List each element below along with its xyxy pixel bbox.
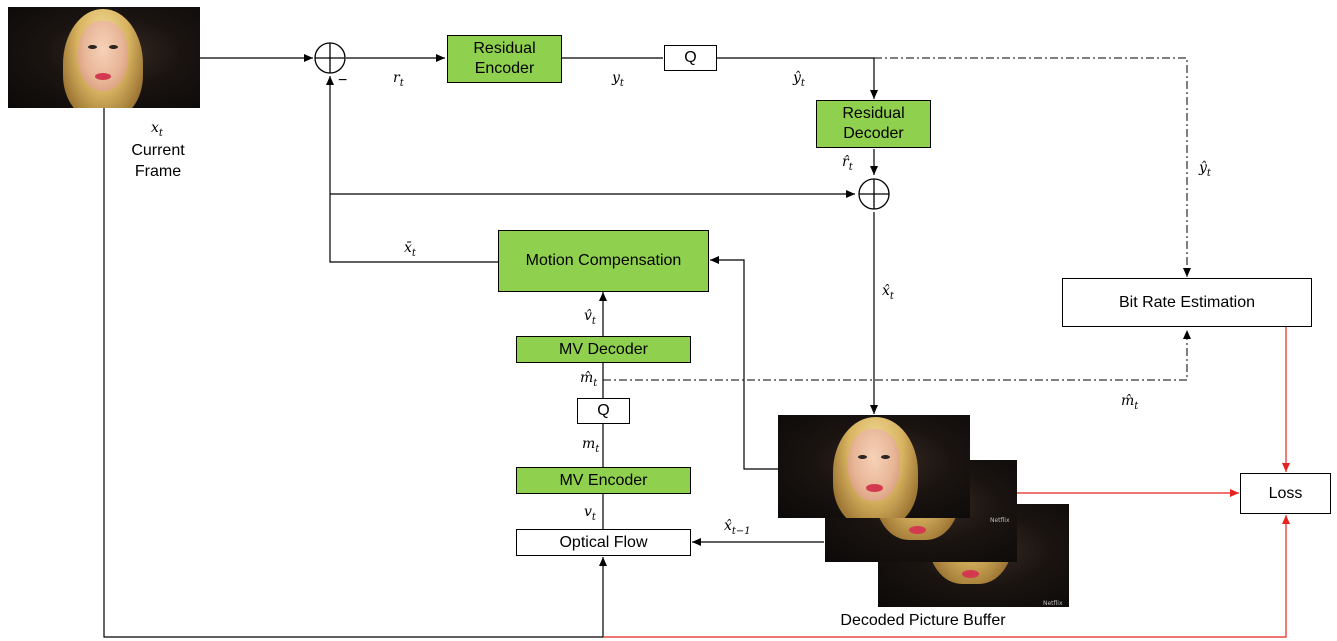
residual-decoder-block: Residual Decoder (816, 100, 931, 148)
wire-mhat-to-bitrate (603, 330, 1191, 381)
label-m-hat-t: m̂t (580, 370, 598, 389)
label-m-t: mt (582, 436, 600, 455)
quantizer-top-label: Q (684, 49, 697, 66)
label-x-hat-t: x̂t (882, 283, 894, 302)
bit-rate-estimation-label: Bit Rate Estimation (1118, 293, 1256, 311)
current-frame-image (8, 7, 200, 108)
residual-decoder-label: Residual Decoder (842, 105, 905, 142)
label-v-hat-t: v̂t (584, 308, 596, 327)
adder-node (858, 178, 890, 210)
quantizer-mid-label: Q (597, 402, 610, 419)
label-x-hat-t-minus-1: x̂t−1 (724, 518, 751, 537)
mv-decoder-block: MV Decoder (516, 336, 691, 363)
label-y-hat-t: ŷt (793, 70, 805, 89)
residual-encoder-label: Residual Encoder (473, 40, 536, 77)
wire-frame-to-loss (603, 515, 1290, 638)
wire-yhat-to-bitrate (874, 57, 1191, 277)
mv-decoder-label: MV Decoder (559, 340, 648, 358)
bit-rate-estimation-block: Bit Rate Estimation (1062, 278, 1312, 327)
label-m-hat-t-right: m̂t (1121, 393, 1139, 412)
quantizer-mid-block: Q (577, 398, 630, 424)
decoded-picture-buffer-label: Decoded Picture Buffer (840, 612, 1006, 629)
mv-encoder-label: MV Encoder (559, 471, 648, 489)
loss-label: Loss (1268, 484, 1303, 502)
wire-dpb-to-mc (710, 256, 778, 470)
motion-compensation-block: Motion Compensation (498, 230, 709, 292)
wire-xbar-to-subtract (326, 76, 498, 263)
loss-block: Loss (1240, 473, 1331, 514)
label-r-hat-t: r̂t (842, 154, 853, 173)
mv-encoder-block: MV Encoder (516, 467, 691, 494)
wire-frame-to-flow (103, 108, 607, 638)
residual-encoder-block: Residual Encoder (447, 35, 562, 83)
subtractor-node (314, 42, 346, 74)
label-y-hat-t-right: ŷt (1199, 160, 1211, 179)
label-x-t: xt (151, 120, 163, 139)
quantizer-top-block: Q (664, 45, 717, 71)
label-x-bar-t: x̄t (404, 240, 416, 259)
dpb-frame-1 (778, 415, 970, 518)
optical-flow-label: Optical Flow (559, 533, 648, 551)
optical-flow-block: Optical Flow (516, 529, 691, 556)
label-y-t: yt (612, 70, 624, 89)
current-frame-label: Current Frame (131, 142, 185, 180)
label-r-t: rt (393, 70, 404, 89)
minus-sign: − (338, 72, 348, 89)
motion-compensation-label: Motion Compensation (525, 252, 682, 269)
label-v-t: vt (584, 504, 596, 523)
